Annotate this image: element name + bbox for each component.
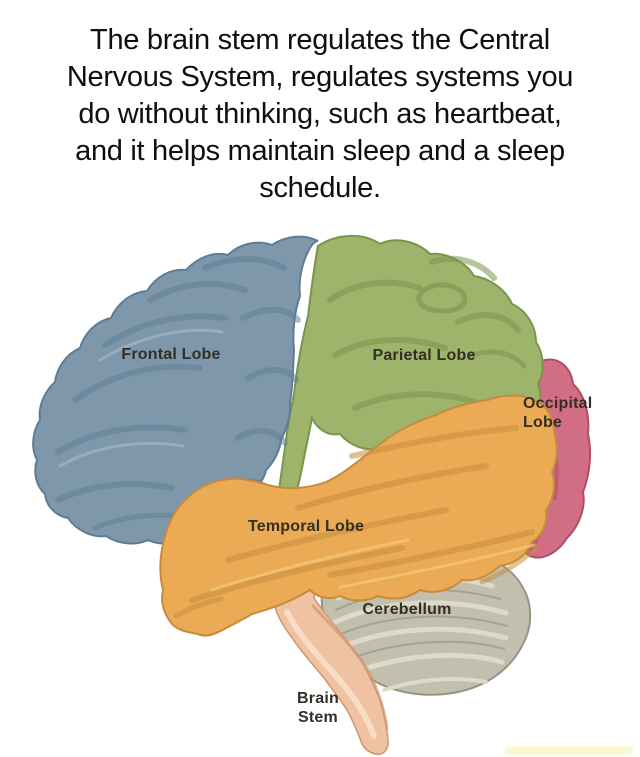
occipital-lobe-label-line2: Lobe [523, 414, 563, 431]
frontal-folds [55, 256, 301, 531]
caption-line: Nervous System, regulates systems you [66, 61, 574, 93]
caption-line: and it helps maintain sleep and a sleep [75, 135, 565, 167]
parietal-lobe-label: Parietal Lobe [372, 347, 476, 364]
caption-line: The brain stem regulates the Central [90, 24, 550, 56]
temporal-lobe-shape [159, 394, 558, 637]
occipital-lobe-label: Occipital Lobe [523, 394, 592, 432]
cerebellum-label: Cerebellum [362, 601, 452, 618]
brain-stem-shape [274, 581, 389, 756]
parietal-folds [327, 255, 527, 411]
brain-stem-label-line2: Stem [298, 709, 338, 726]
brain-stem-label: Brain Stem [297, 689, 339, 727]
brain-stem-label-line1: Brain [297, 690, 339, 707]
temporal-lobe-label: Temporal Lobe [247, 518, 365, 535]
occipital-lobe-label-line1: Occipital [523, 395, 593, 412]
caption-line: schedule. [259, 172, 381, 204]
frontal-lobe-shape [32, 235, 319, 545]
caption-line: do without thinking, such as heartbeat, [78, 98, 562, 130]
frontal-lobe-label: Frontal Lobe [121, 346, 221, 363]
caption: The brain stem regulates the Central Ner… [0, 22, 640, 207]
temporal-folds [173, 425, 540, 619]
watermark [505, 746, 633, 755]
